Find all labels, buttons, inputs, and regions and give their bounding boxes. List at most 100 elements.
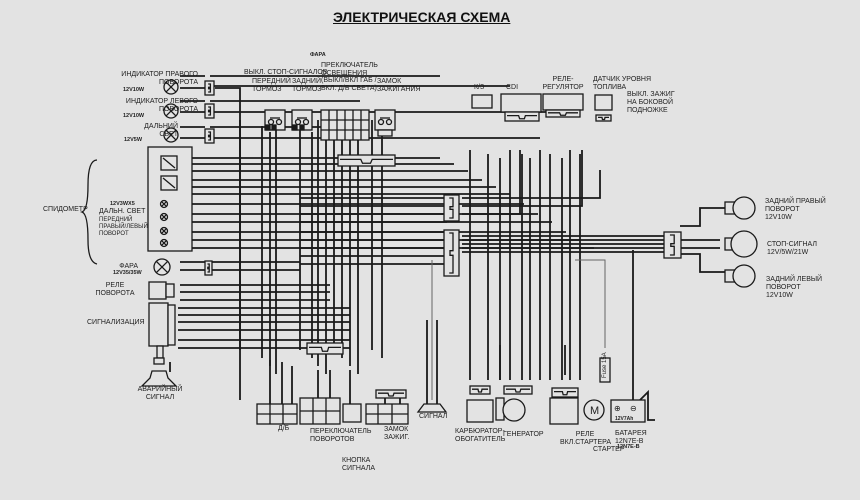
connector	[551, 387, 579, 398]
siren-icon	[140, 370, 178, 387]
label-cdi: CDI	[506, 84, 519, 91]
label-light-switch: ПРЕКЛЮЧАТЕЛЬ ОСВЕЩЕНИЯ (ВЫКЛ/ВКЛ ГАБ / В…	[321, 62, 378, 92]
label-fuel-sensor: ДАТЧИК УРОВНЯ ТОПЛИВА	[593, 76, 652, 91]
label-high-beam: ДАЛЬНИЙ СВЕТ	[144, 123, 178, 138]
label-headlamp-top: ФАРА	[310, 52, 326, 58]
lamp-icon	[163, 103, 179, 119]
connector	[204, 128, 215, 144]
wire	[462, 150, 521, 215]
label-ignition-lock-top: ЗАМОК ЗАЖИГАНИЯ	[377, 78, 421, 93]
turn-relay	[148, 281, 167, 300]
alarm-stem	[153, 357, 165, 365]
label-stop-switches: ВЫКЛ. СТОП-СИГНАЛОВ	[244, 69, 328, 76]
alarm-unit	[148, 302, 169, 347]
horn-icon	[416, 403, 448, 413]
battery-capacity: 12V7Ah	[615, 416, 633, 422]
alarm-stem	[156, 345, 164, 359]
lamp-icon	[159, 226, 169, 236]
label-ignition-lock-bottom: ЗАМОК ЗАЖИГ.	[384, 426, 410, 441]
label-kz: К/З	[474, 84, 485, 91]
connector	[375, 389, 407, 399]
main-connector-1	[443, 194, 460, 222]
generator-icon	[502, 398, 526, 422]
bulb-icon	[724, 264, 756, 288]
wire	[462, 170, 601, 199]
label-horn-button: КНОПКА СИГНАЛА	[342, 457, 376, 472]
brake-terminal	[292, 124, 298, 131]
main-connector-2	[443, 229, 460, 277]
lamp-icon	[163, 127, 179, 143]
label-side-stand: ВЫКЛ. ЗАЖИГ НА БОКОВОЙ ПОДНОЖКЕ	[627, 91, 675, 114]
lamp-icon	[163, 79, 179, 95]
label-left-turn-indicator: ИНДИКАТОР ЛЕВОГО ПОВОРОТА	[125, 98, 198, 113]
rating-left-turn-indicator: 12V10W	[123, 113, 145, 119]
label-dimmer: Д/Б	[278, 425, 290, 432]
turn-relay-connector	[165, 283, 175, 298]
wire	[680, 253, 725, 273]
brace	[79, 159, 98, 265]
ignition-connector	[377, 129, 393, 137]
connector	[204, 103, 215, 119]
battery-plus: ⊕	[614, 404, 621, 413]
label-headlight: ФАРА	[119, 263, 138, 270]
label-alarm: СИГНАЛИЗАЦИЯ	[87, 319, 145, 326]
label-rear-brake: ЗАДНИЙ ТОРМОЗ	[292, 78, 322, 93]
connector	[504, 111, 540, 122]
brake-terminal	[299, 124, 305, 131]
fuse	[599, 357, 611, 383]
brake-terminal	[265, 124, 271, 131]
connector-bottom	[306, 342, 344, 355]
horn-button	[342, 403, 362, 423]
label-stop-signal: СТОП-СИГНАЛ 12V/5W/21W	[767, 241, 817, 256]
rear-connector	[663, 231, 682, 259]
label-starter-relay: РЕЛЕ ВКЛ.СТАРТЕРА	[560, 431, 611, 446]
wire	[462, 150, 583, 207]
wire	[215, 87, 241, 400]
label-right-turn-indicator: ИНДИКАТОР ПРАВОГО ПОВОРОТА	[121, 71, 198, 86]
label-speedometer: СПИДОМЕТР	[43, 206, 88, 213]
motor-icon	[583, 399, 605, 421]
lamp-icon	[159, 199, 169, 209]
lamp-icon	[159, 238, 169, 248]
brake-terminal	[271, 124, 277, 131]
battery	[610, 399, 646, 423]
wire	[680, 207, 725, 227]
wire	[639, 389, 655, 421]
label-generator: ГЕНЕРАТОР	[503, 431, 544, 438]
connector	[204, 260, 213, 276]
connector	[503, 385, 533, 395]
headlight-icon	[153, 258, 171, 276]
battery-minus: ⊖	[630, 404, 637, 413]
motor-label: M	[590, 405, 599, 417]
label-front-brake: ПЕРЕДНИЙ ТОРМОЗ	[252, 78, 291, 93]
bulb-icon	[724, 230, 758, 258]
rating-right-turn-indicator: 12V10W	[123, 87, 145, 93]
label-fuse: Fuse 15A	[602, 352, 608, 378]
rating-speedometer: 12V3Wx5	[110, 201, 135, 207]
label-rear-right-turn: ЗАДНИЙ ПРАВЫЙ ПОВОРОТ 12V10W	[765, 198, 826, 221]
label-turn-switch: ПЕРЕКЛЮЧАТЕЛЬ ПОВОРОТОВ	[310, 428, 372, 443]
label-battery: БАТАРЕЯ 12N7E-B	[615, 430, 647, 445]
carb-heater	[466, 399, 494, 423]
label-regulator: РЕЛЕ- РЕГУЛЯТОР	[542, 76, 584, 91]
rating-headlight: 12V35/35W	[113, 270, 142, 276]
cdi-unit	[500, 93, 542, 113]
alarm-connector	[167, 304, 176, 346]
label-speedo-turns: ПЕРЕДНИЙ ПРАВЫЙ/ЛЕВЫЙ ПОВОРОТ	[99, 217, 148, 237]
rating-high-beam: 12V5W	[124, 137, 143, 143]
kz-unit	[471, 94, 493, 109]
side-stand-switch	[595, 114, 612, 122]
label-carb-heater: КАРБЮРАТОР- ОБОГАТИТЕЛЬ	[455, 428, 506, 443]
label-speedo-high-beam: ДАЛЬН. СВЕТ	[99, 208, 146, 215]
starter-relay	[549, 397, 579, 425]
label-starter: СТАРТЕР	[593, 446, 625, 453]
label-turn-relay: РЕЛЕ ПОВОРОТА	[95, 282, 135, 297]
ignition-lock-top	[374, 109, 396, 131]
connector	[545, 109, 581, 118]
label-horn: СИГНАЛ	[419, 413, 448, 420]
label-alarm-siren: АВАРИЙНЫЙ СИГНАЛ	[137, 386, 183, 401]
wires	[169, 75, 725, 421]
wire	[575, 259, 606, 348]
label-battery-model: 12N7E-B	[617, 444, 640, 450]
